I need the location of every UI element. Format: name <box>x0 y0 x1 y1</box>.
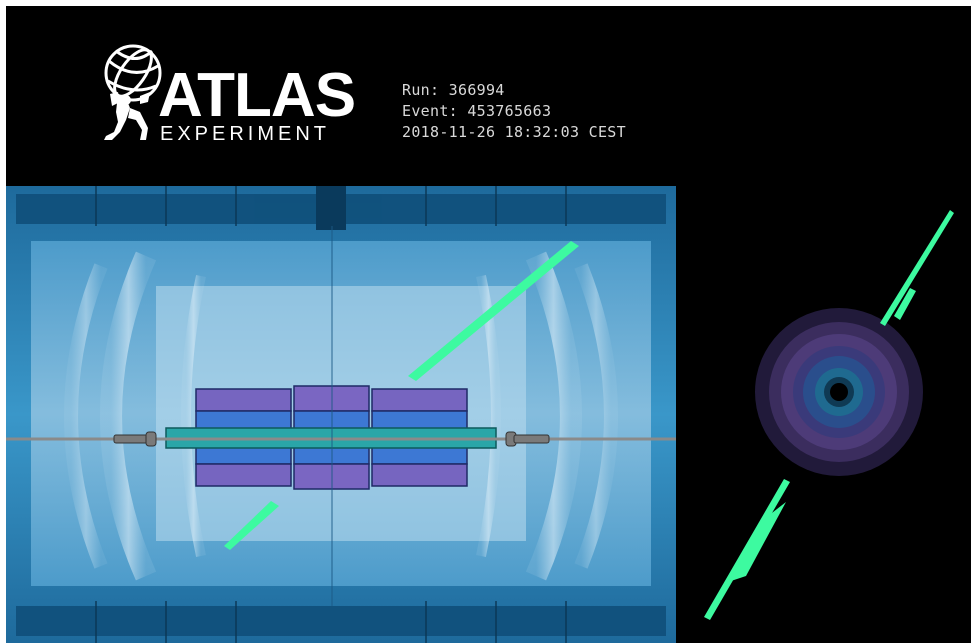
event-info: Run: 366994 Event: 453765663 2018-11-26 … <box>402 80 626 143</box>
logo-subtitle: EXPERIMENT <box>160 123 330 145</box>
event-display-frame: ATLAS EXPERIMENT Run: 366994 Event: 4537… <box>6 6 971 643</box>
track-lower <box>224 501 279 550</box>
event-number: Event: 453765663 <box>402 102 552 120</box>
transverse-detector-rings <box>755 308 923 476</box>
particle-tracks <box>224 241 579 550</box>
detector-end-view <box>686 196 971 643</box>
track-upper <box>408 241 579 381</box>
logo-wordmark: ATLAS <box>158 61 355 130</box>
atlas-logo: ATLAS EXPERIMENT <box>96 36 356 151</box>
barrel-block <box>195 388 292 412</box>
top-gap <box>316 186 346 230</box>
event-timestamp: 2018-11-26 18:32:03 CEST <box>402 123 626 141</box>
end-view-tracks <box>704 210 954 620</box>
atlas-globe-figure-icon: ATLAS EXPERIMENT <box>104 44 356 145</box>
run-number: Run: 366994 <box>402 81 505 99</box>
end-track-lower <box>704 479 790 620</box>
detector-side-view <box>6 186 676 643</box>
end-track-upper <box>880 210 954 326</box>
